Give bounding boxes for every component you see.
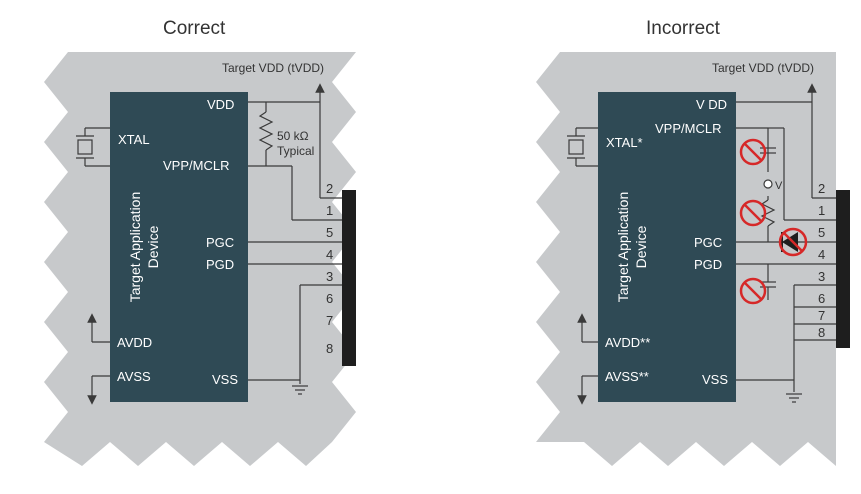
incorrect-conn-pin: 3 [818, 269, 825, 284]
correct-conn-pin: 3 [326, 269, 333, 284]
correct-panel: 2 1 5 4 3 6 7 8 VDD XTAL VPP/MCLR PGC PG… [44, 52, 356, 466]
incorrect-connector [836, 190, 850, 348]
forbidden-resistor [739, 199, 767, 227]
correct-conn-pin: 8 [326, 341, 333, 356]
correct-conn-pin: 4 [326, 247, 333, 262]
correct-resistor-value: 50 kΩ [277, 129, 309, 143]
incorrect-device-label: Device [633, 225, 649, 268]
incorrect-title: Incorrect [646, 18, 720, 39]
correct-vss-label: VSS [212, 372, 238, 387]
incorrect-conn-pin: 8 [818, 325, 825, 340]
forbidden-capacitor-pgd [739, 277, 767, 305]
correct-connector [342, 190, 356, 366]
correct-conn-pin: 5 [326, 225, 333, 240]
incorrect-vpp-label: VPP/MCLR [655, 121, 721, 136]
incorrect-conn-pin: 5 [818, 225, 825, 240]
incorrect-target-vdd: Target VDD (tVDD) [712, 61, 814, 75]
correct-wires [76, 83, 342, 405]
incorrect-device-label: Target Application [615, 192, 631, 303]
correct-xtal-label: XTAL [118, 132, 150, 147]
correct-device-label: Target Application [127, 192, 143, 303]
correct-chip [110, 92, 248, 402]
correct-conn-pin: 1 [326, 203, 333, 218]
correct-pgd-label: PGD [206, 257, 234, 272]
incorrect-conn-pin: 7 [818, 308, 825, 323]
correct-conn-pin: 7 [326, 313, 333, 328]
incorrect-xtal-label: XTAL* [606, 135, 643, 150]
incorrect-conn-pin: 2 [818, 181, 825, 196]
correct-conn-pin: 2 [326, 181, 333, 196]
voltage-node [763, 179, 773, 189]
incorrect-pgd-label: PGD [694, 257, 722, 272]
incorrect-conn-pin: 1 [818, 203, 825, 218]
correct-pgc-label: PGC [206, 235, 234, 250]
incorrect-conn-pin: 6 [818, 291, 825, 306]
incorrect-wires [567, 83, 836, 405]
incorrect-panel: V 2 1 5 4 3 6 [536, 52, 850, 466]
correct-target-vdd: Target VDD (tVDD) [222, 61, 324, 75]
incorrect-avdd-label: AVDD** [605, 335, 650, 350]
correct-avdd-label: AVDD [117, 335, 152, 350]
correct-device-label: Device [145, 225, 161, 268]
correct-vdd-label: VDD [207, 97, 234, 112]
incorrect-avss-label: AVSS** [605, 369, 649, 384]
correct-conn-pin: 6 [326, 291, 333, 306]
forbidden-capacitor-vpp [739, 138, 776, 166]
correct-avss-label: AVSS [117, 369, 151, 384]
correct-vpp-label: VPP/MCLR [163, 158, 229, 173]
incorrect-vss-label: VSS [702, 372, 728, 387]
correct-title: Correct [163, 18, 226, 39]
forbidden-diode [778, 227, 808, 257]
incorrect-chip [598, 92, 736, 402]
incorrect-pgc-label: PGC [694, 235, 722, 250]
incorrect-node-label: V [775, 180, 783, 192]
incorrect-vdd-label: V DD [696, 97, 727, 112]
incorrect-conn-pin: 4 [818, 247, 825, 262]
correct-resistor-note: Typical [277, 144, 314, 158]
